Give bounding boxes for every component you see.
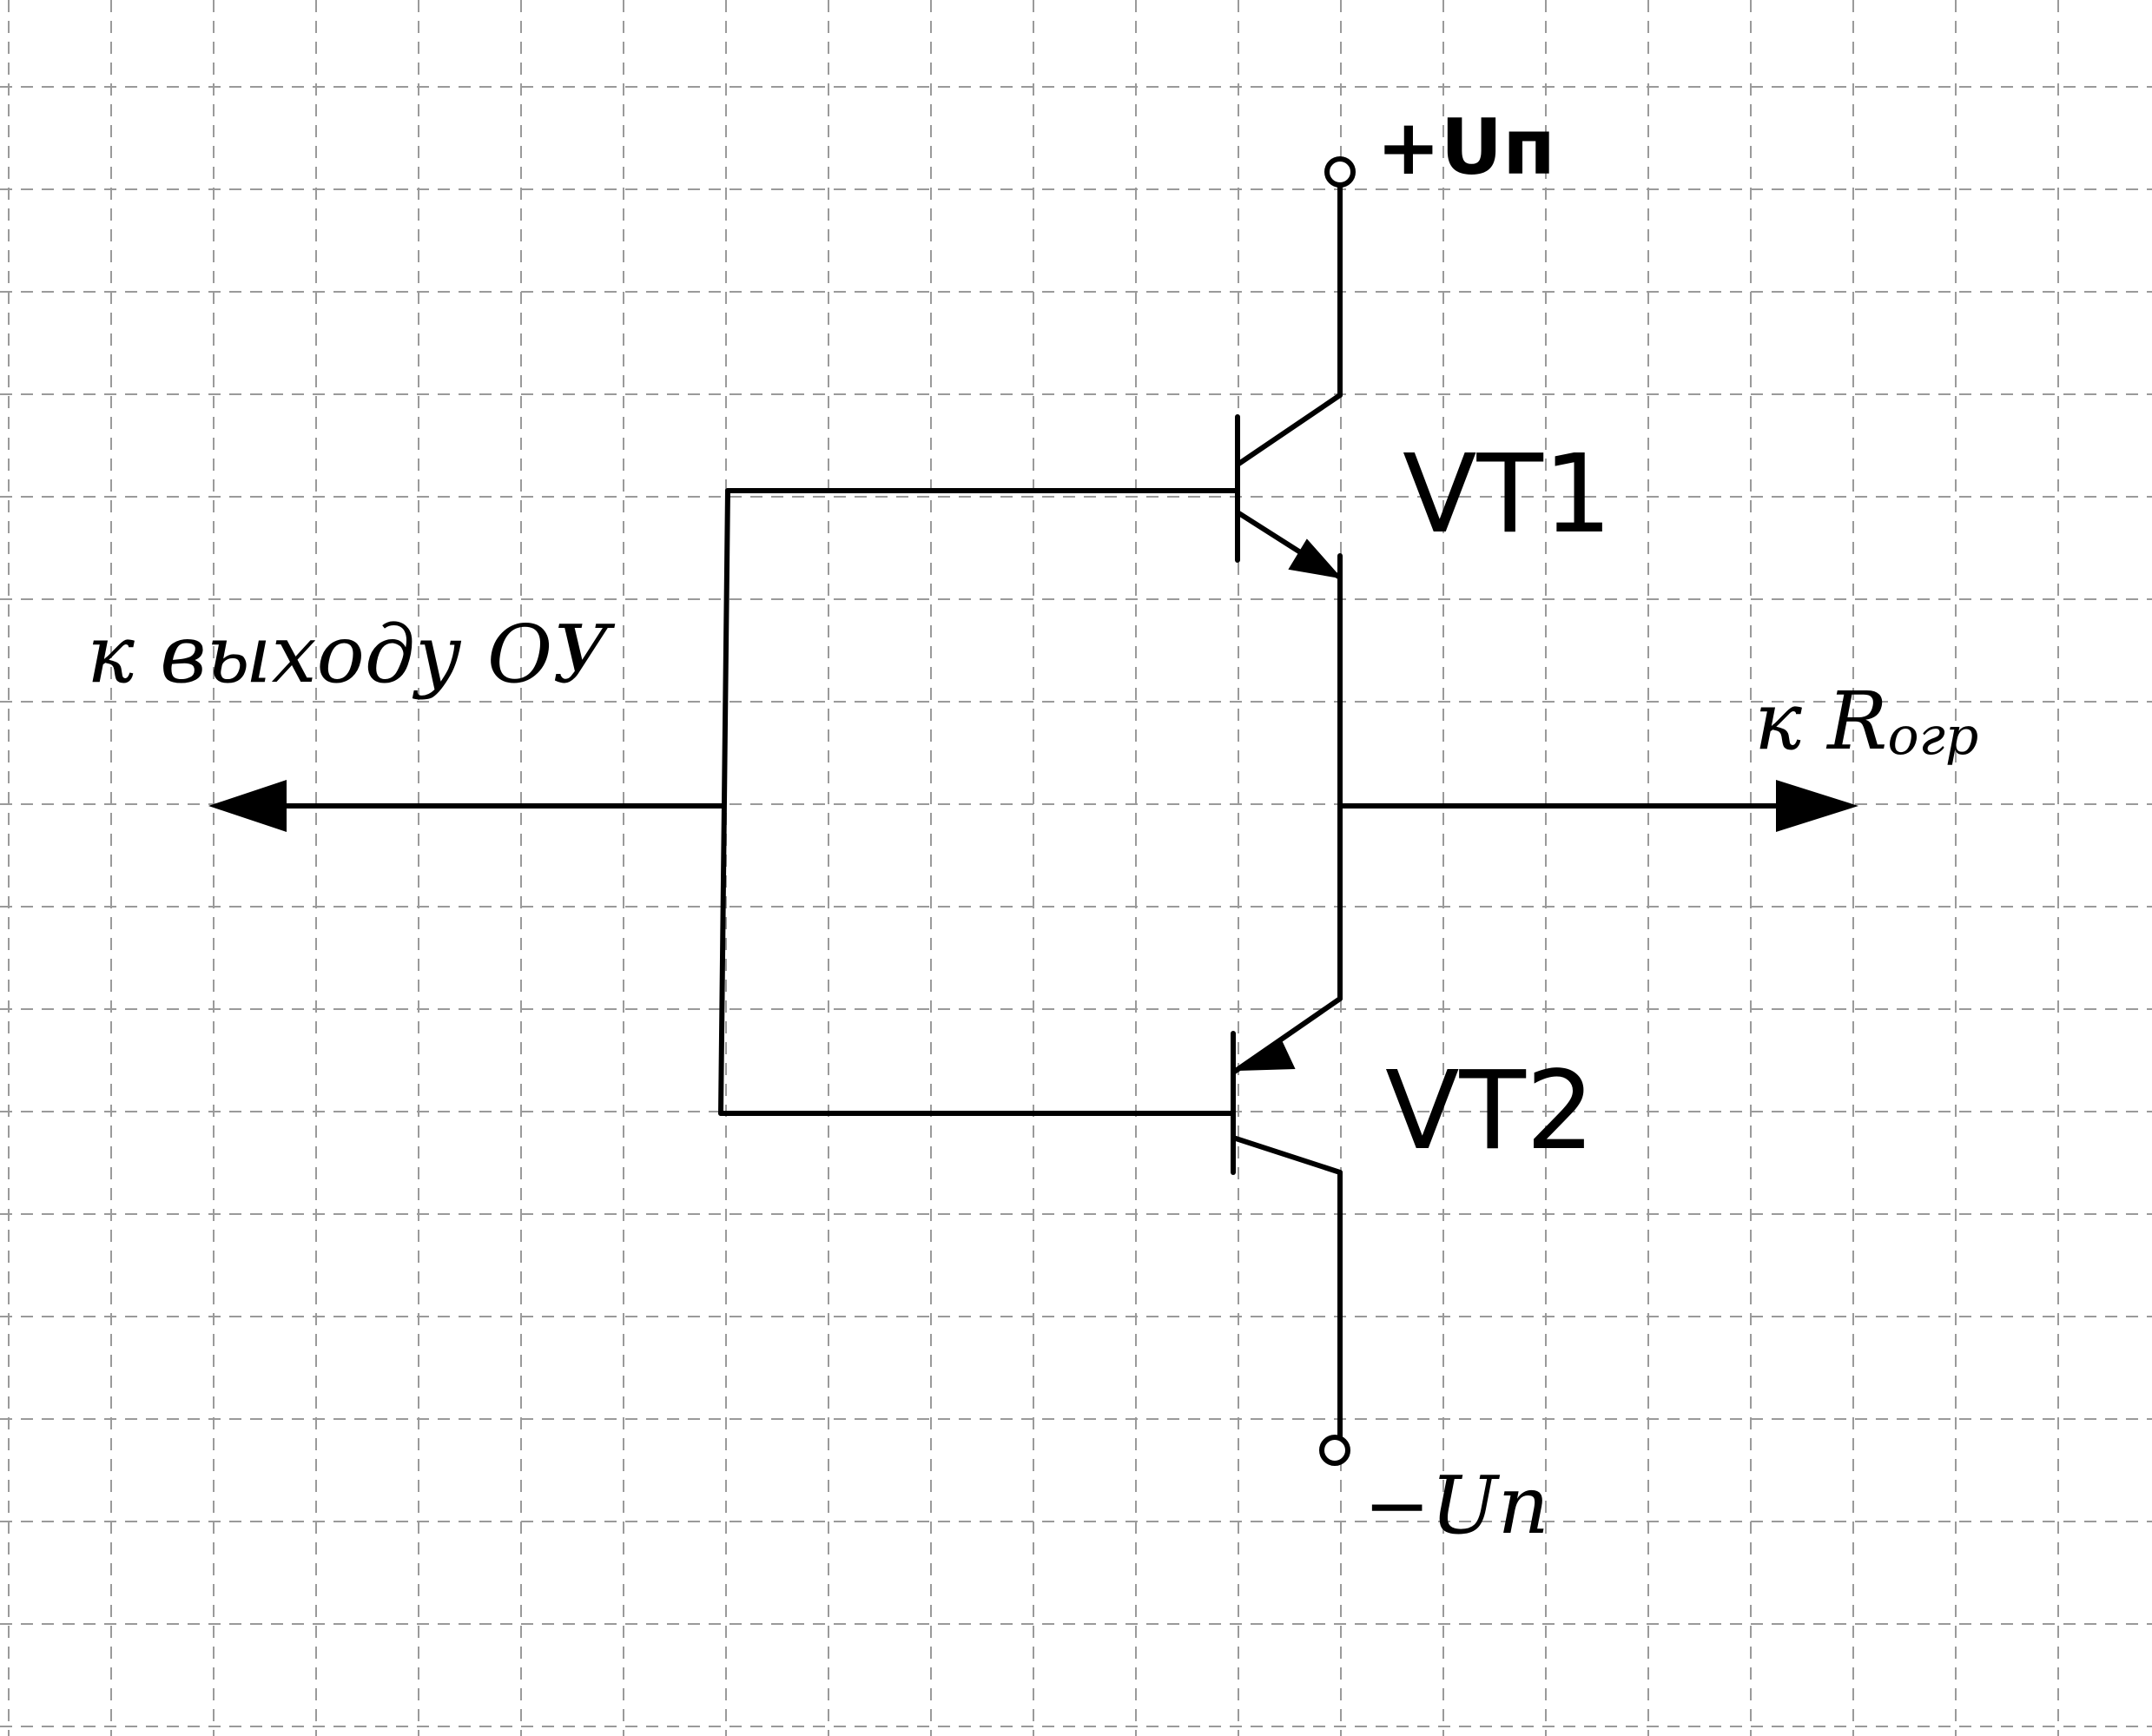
transistor-vt1 — [1235, 393, 1343, 580]
vt1-collector — [1235, 393, 1343, 467]
vminus-label: −Uп — [1363, 1459, 1549, 1552]
output-arrow-icon — [1776, 780, 1858, 832]
vplus-label: +Uп — [1376, 102, 1555, 192]
vt2-emitter-arrow-icon — [1234, 1039, 1296, 1072]
vt1-emitter-arrow-icon — [1288, 538, 1343, 579]
vt1-label: VT1 — [1403, 432, 1612, 558]
transistor-vt2 — [1231, 996, 1343, 1175]
vt2-label: VT2 — [1385, 1048, 1594, 1174]
wires — [249, 182, 1809, 1440]
output-label-prefix: к R — [1754, 675, 1887, 768]
output-label: к Rогр — [1754, 675, 1978, 768]
input-bus-wire — [718, 488, 730, 1116]
vminus-terminal — [1319, 1435, 1350, 1466]
output-label-subscript: огр — [1887, 706, 1978, 767]
vt2-collector — [1231, 1135, 1343, 1175]
input-label: к выходу ОУ — [87, 608, 616, 701]
input-arrow-icon — [208, 780, 287, 832]
vplus-terminal — [1324, 156, 1356, 188]
